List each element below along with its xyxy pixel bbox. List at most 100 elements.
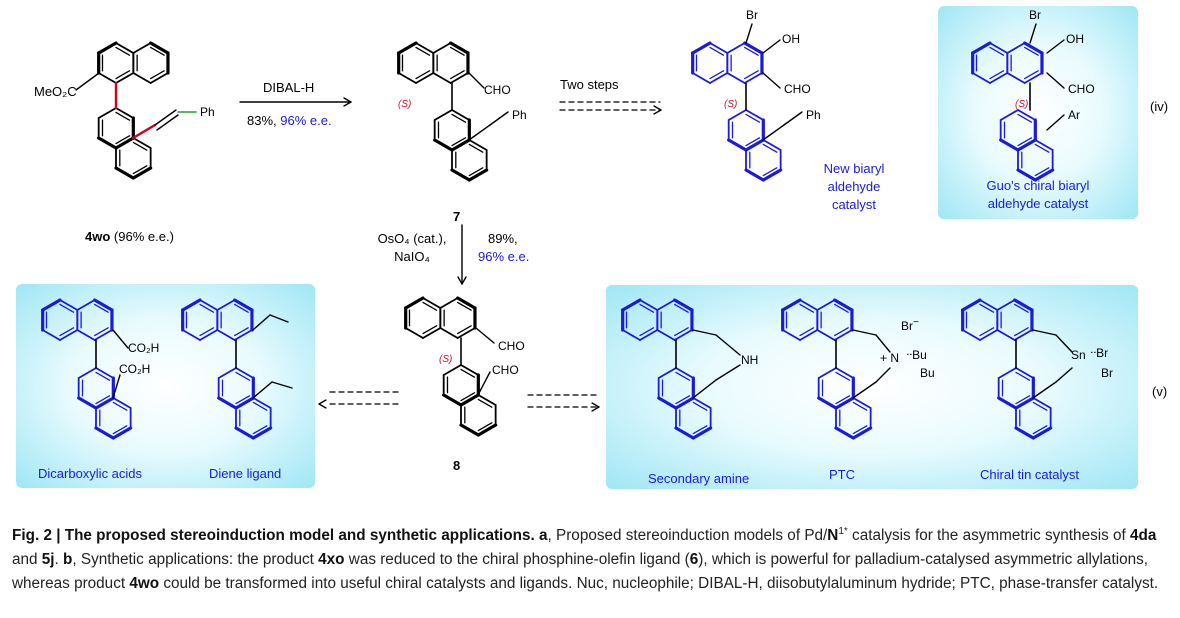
c7-upper-naphthalene <box>449 41 470 55</box>
double-bond <box>709 46 725 56</box>
bromide-text: Br <box>901 319 913 333</box>
caption-4da: 4da <box>1130 527 1157 545</box>
guo-cho: CHO <box>1068 82 1095 96</box>
double-bond <box>132 165 148 175</box>
diene-ligand-name: Diene ligand <box>209 466 282 481</box>
ptc-upper-naphthalene <box>781 298 802 312</box>
guo-catalyst-box <box>938 6 1138 219</box>
newcat-upper-naphthalene <box>726 72 746 84</box>
caption-b-text2: was reduced to the chiral phosphine-olef… <box>344 551 690 569</box>
c7-lower-naphthalene <box>467 168 489 182</box>
diene-lower-naphthalene <box>251 426 273 440</box>
guo-lower-naphthalene <box>1016 168 1037 182</box>
c7-cho: CHO <box>484 83 511 97</box>
c8-lower-naphthalene <box>442 364 462 376</box>
caption-and: and <box>12 551 42 569</box>
ptc-upper-naphthalene <box>833 329 853 341</box>
vinyl-bond <box>131 123 157 140</box>
tin-lower-naphthalene <box>1014 426 1035 440</box>
left-application-box <box>16 284 315 488</box>
acid-lower-naphthalene <box>77 367 97 379</box>
newcat-name-line1: New biaryl <box>823 161 885 176</box>
caption-n-sup: 1* <box>838 526 848 537</box>
c8-id: 8 <box>453 458 461 473</box>
newcat-lower-naphthalene <box>727 138 748 152</box>
double-bond <box>835 371 851 381</box>
double-bond <box>835 395 851 405</box>
c8-upper-naphthalene <box>422 297 442 309</box>
ptc-bromide: Br− <box>901 315 919 334</box>
c7-lower-naphthalene <box>451 109 471 121</box>
newcat-name-line3: catalyst <box>831 197 877 212</box>
diene-upper-naphthalene <box>181 298 202 312</box>
ptc-ring <box>875 367 891 383</box>
ptc-upper-naphthalene <box>799 299 819 311</box>
tin-catalyst-name: Chiral tin catalyst <box>980 467 1079 482</box>
c8-lower-naphthalene <box>476 423 498 437</box>
tin-upper-naphthalene <box>979 299 999 311</box>
newcat-upper-naphthalene <box>709 72 729 84</box>
newcat-lower-naphthalene <box>761 168 783 182</box>
ptc-upper-naphthalene <box>816 329 836 341</box>
double-bond <box>1032 401 1048 411</box>
tin-upper-naphthalene <box>961 298 982 312</box>
double-bond <box>989 70 1005 80</box>
sm-upper-naphthalene <box>115 42 135 54</box>
amine-ring <box>692 379 717 399</box>
amine-upper-naphthalene <box>673 298 694 312</box>
c7-lower-naphthalene <box>433 138 454 152</box>
caption-b-text3: ), which is powerful for palladium-catal… <box>12 551 1149 593</box>
double-bond <box>833 303 849 313</box>
double-bond <box>451 113 467 123</box>
guo-upper-naphthalene <box>1006 42 1026 54</box>
acid-lower-naphthalene <box>112 397 132 409</box>
sm-upper-naphthalene <box>149 72 169 84</box>
acid-upper-naphthalene <box>76 299 96 311</box>
guo-br: Br <box>1029 8 1041 22</box>
double-bond <box>112 401 128 411</box>
amine-lower-naphthalene <box>675 367 695 379</box>
double-bond <box>852 401 868 411</box>
c8-cho1-bond <box>475 327 495 344</box>
double-bond <box>1013 303 1029 313</box>
c8-cho2: CHO <box>492 363 519 377</box>
newcat-name-line2: aldehyde <box>827 179 881 194</box>
guo-lower-naphthalene <box>999 109 1019 121</box>
caption-6: 6 <box>689 551 699 569</box>
amine-upper-naphthalene <box>621 329 641 341</box>
guo-lower-naphthalene <box>999 138 1020 152</box>
double-bond <box>979 303 995 313</box>
sm-lower-naphthalene <box>115 137 135 149</box>
c8-upper-naphthalene <box>456 296 477 310</box>
tin-lower-naphthalene <box>1031 426 1053 440</box>
double-bond <box>233 327 249 337</box>
compound-ee: (96% e.e.) <box>113 229 174 244</box>
double-bond <box>115 135 131 145</box>
diene-lower-naphthalene <box>217 367 237 379</box>
newcat-cho-bond <box>762 72 781 89</box>
sm-upper-naphthalene <box>132 72 152 84</box>
double-bond <box>743 70 759 80</box>
amine-ring <box>715 334 741 356</box>
yield-text: 83%, <box>247 113 277 128</box>
sm-lower-naphthalene <box>97 107 117 119</box>
amine-nh: NH <box>741 353 759 367</box>
guo-name-line2: aldehyde catalyst <box>987 196 1089 211</box>
double-bond <box>233 303 249 313</box>
c7-lower-naphthalene <box>450 168 471 182</box>
sm-upper-naphthalene <box>97 41 118 55</box>
guo-upper-naphthalene <box>1023 41 1044 55</box>
double-bond <box>745 137 761 147</box>
newcat-upper-naphthalene <box>709 42 729 54</box>
guo-oh: OH <box>1066 32 1084 46</box>
double-bond <box>115 70 131 80</box>
diene-lower-naphthalene <box>235 367 255 379</box>
left-arrow-head <box>318 403 327 409</box>
diene-upper-naphthalene <box>233 329 253 341</box>
ptc-ring <box>852 381 877 399</box>
co2h-bottom: CO₂H <box>119 362 151 376</box>
double-bond <box>199 303 215 313</box>
ester-bond <box>75 72 100 91</box>
ptc-name: PTC <box>829 467 855 482</box>
c8-lower-naphthalene <box>460 364 480 376</box>
